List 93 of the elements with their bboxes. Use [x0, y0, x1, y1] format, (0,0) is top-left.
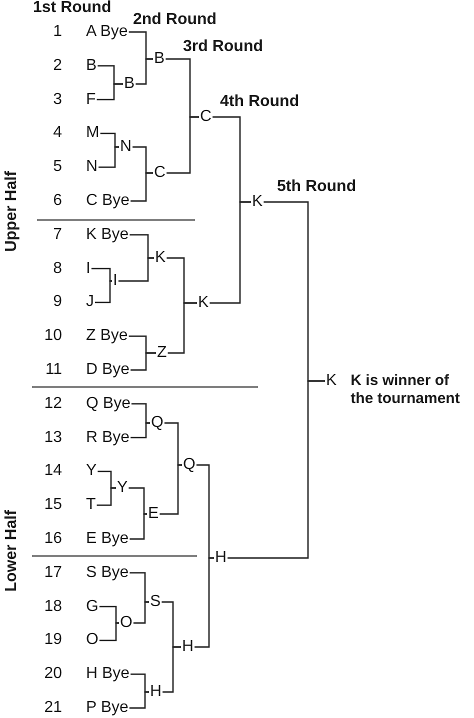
- player-name: M: [86, 124, 100, 142]
- section-label: Lower Half: [3, 510, 21, 592]
- bracket-line: [133, 601, 149, 624]
- bracket-line: [96, 487, 116, 506]
- bracket-line: [128, 487, 147, 515]
- seed-number: 6: [53, 192, 62, 210]
- winner-name: B: [154, 50, 165, 68]
- bracket-line: [130, 422, 150, 438]
- bracket-line: [129, 691, 149, 709]
- player-name: H Bye: [86, 665, 130, 684]
- winner-name: I: [113, 272, 118, 290]
- player-name: S Bye: [86, 564, 129, 582]
- seed-number: 5: [53, 158, 62, 176]
- winner-name: C: [154, 164, 166, 182]
- seed-number: 2: [53, 56, 62, 75]
- winner-name: K: [326, 372, 337, 390]
- bracket-line: [210, 201, 251, 304]
- winner-name: K: [155, 249, 166, 267]
- bracket-line: [130, 513, 147, 540]
- seed-number: 21: [44, 699, 62, 717]
- winner-name: Y: [117, 479, 128, 497]
- winner-name: O: [120, 614, 132, 632]
- round-heading: 1st Round: [33, 0, 112, 17]
- player-name: G: [86, 598, 98, 616]
- note-text: K is winner of the tournament: [350, 372, 461, 408]
- player-name: J: [86, 293, 94, 312]
- round-heading: 3rd Round: [183, 38, 263, 56]
- seed-number: 19: [44, 631, 62, 650]
- player-name: D Bye: [86, 361, 130, 379]
- player-name: F: [86, 90, 96, 109]
- seed-number: 17: [44, 564, 62, 582]
- bracket-line: [98, 146, 119, 168]
- seed-number: 9: [53, 293, 62, 312]
- player-name: T: [86, 496, 96, 514]
- winner-name: B: [124, 75, 135, 93]
- bracket-line: [194, 557, 214, 648]
- seed-number: 20: [44, 665, 62, 684]
- player-name: O: [86, 631, 98, 650]
- winner-name: N: [120, 138, 132, 156]
- winner-name: Z: [157, 344, 167, 362]
- player-name: Y: [86, 462, 97, 480]
- player-name: P Bye: [86, 699, 128, 717]
- seed-number: 15: [44, 496, 62, 514]
- player-name: C Bye: [86, 192, 130, 210]
- bracket-line: [228, 380, 325, 559]
- seed-number: 4: [53, 124, 62, 142]
- player-name: K Bye: [86, 226, 129, 244]
- winner-name: H: [182, 638, 194, 656]
- seed-number: 8: [53, 260, 62, 278]
- round-heading: 5th Round: [277, 178, 356, 196]
- bracket-line: [99, 622, 119, 642]
- winner-name: E: [148, 505, 159, 523]
- seed-number: 3: [53, 90, 62, 109]
- bracket-line: [160, 464, 182, 515]
- player-name: Q Bye: [86, 394, 130, 413]
- round-heading: 4th Round: [220, 93, 300, 111]
- bracket-line: [162, 646, 181, 693]
- winner-name: H: [150, 683, 162, 701]
- bracket-line: [136, 58, 153, 85]
- player-name: Z Bye: [86, 327, 128, 346]
- bracket-line: [96, 83, 123, 100]
- seed-number: 1: [53, 23, 62, 41]
- winner-name: Q: [183, 456, 196, 474]
- bracket-line: [99, 606, 119, 624]
- bracket-line: [166, 116, 199, 174]
- player-name: I: [86, 260, 90, 278]
- player-name: E Bye: [86, 530, 129, 548]
- bracket-line: [168, 302, 197, 354]
- seed-number: 16: [44, 530, 62, 548]
- seed-number: 7: [53, 226, 62, 244]
- player-name: A Bye: [86, 23, 128, 41]
- seed-number: 11: [45, 361, 62, 379]
- player-name: N: [86, 158, 98, 176]
- winner-name: C: [200, 108, 212, 126]
- winner-name: S: [150, 593, 161, 611]
- bracket-line: [95, 280, 112, 304]
- player-name: B: [86, 56, 97, 75]
- seed-number: 14: [44, 462, 62, 480]
- winner-name: K: [252, 193, 263, 211]
- bracket-line: [130, 172, 153, 202]
- winner-name: Q: [151, 414, 164, 432]
- seed-number: 18: [44, 598, 62, 616]
- section-label: Upper Half: [3, 170, 21, 252]
- winner-name: H: [215, 549, 227, 567]
- bracket-line: [130, 352, 156, 371]
- round-heading: 2nd Round: [133, 11, 217, 29]
- seed-number: 13: [44, 428, 62, 447]
- bracket-line: [91, 268, 112, 282]
- seed-number: 10: [44, 327, 62, 346]
- winner-name: K: [198, 294, 209, 312]
- bracket-line: [118, 257, 154, 282]
- seed-number: 12: [44, 394, 62, 413]
- player-name: R Bye: [86, 428, 130, 447]
